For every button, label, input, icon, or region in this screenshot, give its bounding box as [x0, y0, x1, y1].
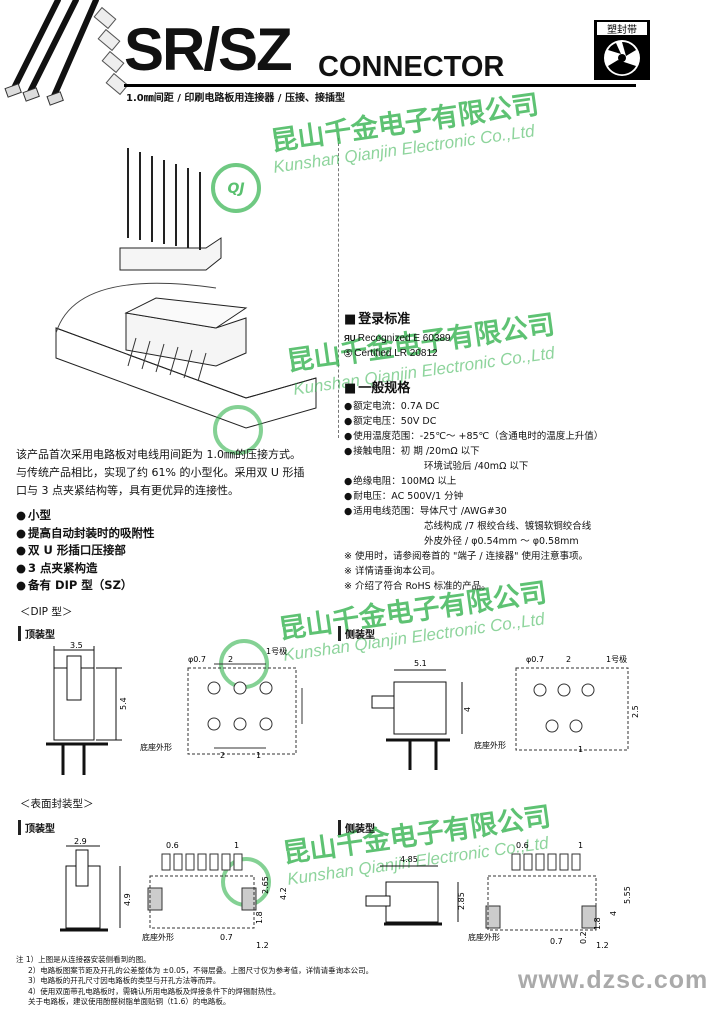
- product-description: 该产品首次采用电路板对电线用间距为 1.0㎜的压接方式。 与传统产品相比，实现了…: [16, 446, 336, 500]
- spec-insulation: 绝缘电阻：100MΩ 以上: [344, 474, 603, 489]
- site-watermark: www.dzsc.com: [518, 966, 709, 994]
- spec-wire-range: 适用电线范围：导体尺寸 /AWG#30: [344, 504, 603, 519]
- spec-withstand: 耐电压：AC 500V/1 分钟: [344, 489, 603, 504]
- smt-side-width: 4.85: [400, 855, 418, 864]
- product-illustration: [16, 138, 339, 438]
- page-subtitle: 1.0㎜间距 / 印刷电路板用连接器 / 压接、接插型: [126, 93, 345, 104]
- feature-list: 小型 提高自动封装时的吸附性 双 U 形插口压接部 3 点夹紧构造 备有 DIP…: [16, 507, 155, 595]
- spec-note: ※ 使用时，请参阅卷首的 "端子 / 连接器" 使用注意事项。: [344, 551, 588, 562]
- standards-section: 登录标准 ЯU Recognized E 60389 Ⓢ Certified L…: [344, 308, 451, 361]
- spec-list: 额定电流：0.7A DC 额定电压：50V DC 使用温度范围：-25℃～ +8…: [344, 399, 603, 594]
- dip-top-width: 3.5: [70, 641, 83, 650]
- ul-icon: ЯU: [344, 334, 358, 343]
- spec-rated-current: 额定电流：0.7A DC: [344, 399, 603, 414]
- smt-top-p1: 1: [234, 841, 239, 850]
- smt-side-pad: 0.6: [516, 841, 529, 850]
- smt-side-555: 5.55: [623, 886, 632, 904]
- dip-side-p1: 1: [578, 745, 583, 754]
- description-line: 与传统产品相比，实现了约 61% 的小型化。采用双 U 形插: [16, 466, 305, 479]
- smt-side-4: 4: [609, 911, 618, 916]
- footnote: 3）电路板的开孔尺寸因电路板的类型与开孔方法等而异。: [28, 976, 221, 985]
- smt-top-height: 4.9: [123, 893, 132, 906]
- spec-note: ※ 详情请垂询本公司。: [344, 566, 441, 577]
- title-rule: [124, 84, 636, 87]
- footnote: 注 1）上图是从连接器安装侧看到的图。: [16, 955, 151, 964]
- smt-top-drawing: 2.9 4.9 0.6 1 2.65 4.2 0.7 1.2 1.8 底座外形: [60, 837, 288, 950]
- feature-item: 备有 DIP 型（SZ）: [16, 577, 155, 595]
- footnote: 4）使用双面带孔电路板时，需确认所用电路板及焊接条件下的焊锡耐热性。: [28, 986, 281, 996]
- description-line: 口与 3 点夹紧结构等，具有更优异的连接性。: [16, 484, 239, 497]
- smt-side-height: 2.85: [457, 892, 466, 910]
- smt-group-label: ＜表面封装型＞: [20, 798, 94, 810]
- smt-top-width: 2.9: [74, 837, 87, 846]
- dip-top-drawing: 3.5 5.4 φ0.7 2 1号极 2 1 底座外形: [46, 641, 303, 775]
- watermark-badge-2: [213, 405, 263, 455]
- tape-reel-badge: [594, 20, 650, 80]
- specs-heading: 一般规格: [344, 377, 603, 396]
- spec-wire-construction: 芯线构成 /7 根绞合线、镀锡软铜绞合线: [424, 521, 592, 532]
- watermark-badge-text: QJ: [227, 181, 244, 197]
- smt-side-p1: 1: [578, 841, 583, 850]
- dip-top-label: 顶装型: [18, 626, 55, 641]
- smt-top-18: 1.8: [255, 911, 264, 924]
- page-title-suffix: CONNECTOR: [318, 51, 505, 83]
- smt-side-outline: 底座外形: [468, 932, 500, 942]
- dip-side-p25: 2.5: [631, 705, 640, 718]
- dip-side-label: 侧装型: [338, 626, 375, 641]
- dip-top-p1: 1: [256, 751, 261, 760]
- dip-top-pitch: 2: [228, 655, 233, 664]
- description-line: 该产品首次采用电路板对电线用间距为 1.0㎜的压接方式。: [16, 448, 301, 461]
- smt-top-42: 4.2: [279, 887, 288, 900]
- smt-side-18: 1.8: [593, 917, 602, 930]
- csa-certified: Ⓢ Certified LR 20812: [344, 348, 438, 359]
- smt-top-outline: 底座外形: [142, 932, 174, 942]
- page-title: SR/SZ: [124, 16, 293, 83]
- tape-reel-label: 塑封带: [607, 25, 637, 36]
- footnote: 2）电路板图案节距及开孔的公差整体为 ±0.05，不得层叠。上图尺寸仅为参考值，…: [28, 965, 374, 975]
- dip-side-height: 4: [463, 707, 472, 712]
- dip-top-pin1: 1号极: [266, 646, 287, 656]
- dip-side-width: 5.1: [414, 659, 427, 668]
- dip-group-label: ＜DIP 型＞: [20, 606, 73, 618]
- smt-top-pad: 0.6: [166, 841, 179, 850]
- dip-side-drawing: 5.1 4 φ0.7 2 1号极 2.5 1 底座外形: [371, 654, 640, 770]
- standards-heading: 登录标准: [344, 308, 451, 327]
- footnote: 关于电路板，建议使用酚醛树脂单面贴铜（t1.6）的电路板。: [28, 997, 231, 1006]
- spec-temp-range: 使用温度范围：-25℃～ +85℃（含通电时的温度上升值）: [344, 429, 603, 444]
- dip-top-pitch-b: 2: [220, 751, 225, 760]
- smt-top-07: 0.7: [220, 933, 233, 942]
- spec-rated-voltage: 额定电压：50V DC: [344, 414, 603, 429]
- cable-illustration: [4, 0, 129, 106]
- smt-top-12: 1.2: [256, 941, 269, 950]
- spec-contact-resistance-2: 环境试验后 /40mΩ 以下: [424, 461, 529, 472]
- smt-top-265: 2.65: [261, 876, 270, 894]
- spec-wire-diameter: 外皮外径 / φ0.54mm ～ φ0.58mm: [424, 536, 579, 547]
- dip-top-height: 5.4: [119, 697, 128, 710]
- footnotes: 注 1）上图是从连接器安装侧看到的图。 2）电路板图案节距及开孔的公差整体为 ±…: [16, 955, 616, 1008]
- feature-item: 3 点夹紧构造: [16, 560, 155, 578]
- feature-item: 提高自动封装时的吸附性: [16, 525, 155, 543]
- dip-side-outline: 底座外形: [474, 740, 506, 750]
- smt-side-drawing: 4.85 2.85 0.6 1 5.55 4 0.7 1.2 1.8 0.2 底…: [365, 841, 632, 950]
- spec-contact-resistance: 接触电阻：初 期 /20mΩ 以下: [344, 444, 603, 459]
- feature-item: 双 U 形插口压接部: [16, 542, 155, 560]
- ul-recognized: ЯU Recognized E 60389: [344, 333, 451, 344]
- dip-side-pin1: 1号极: [606, 654, 627, 664]
- smt-side-12: 1.2: [596, 941, 609, 950]
- dip-top-hole: φ0.7: [188, 655, 206, 664]
- smt-side-07: 0.7: [550, 937, 563, 946]
- watermark-badge-1: QJ: [211, 163, 261, 213]
- csa-icon: Ⓢ: [344, 349, 355, 358]
- dip-top-outline: 底座外形: [140, 742, 172, 752]
- smt-top-label: 顶装型: [18, 820, 55, 835]
- dip-side-hole: φ0.7: [526, 655, 544, 664]
- smt-side-02: 0.2: [579, 931, 588, 944]
- specs-section: 一般规格 额定电流：0.7A DC 额定电压：50V DC 使用温度范围：-25…: [344, 377, 603, 594]
- spec-note: ※ 介绍了符合 RoHS 标准的产品。: [344, 581, 491, 592]
- smt-side-label: 侧装型: [338, 820, 375, 835]
- feature-item: 小型: [16, 507, 155, 525]
- dip-side-pitch: 2: [566, 655, 571, 664]
